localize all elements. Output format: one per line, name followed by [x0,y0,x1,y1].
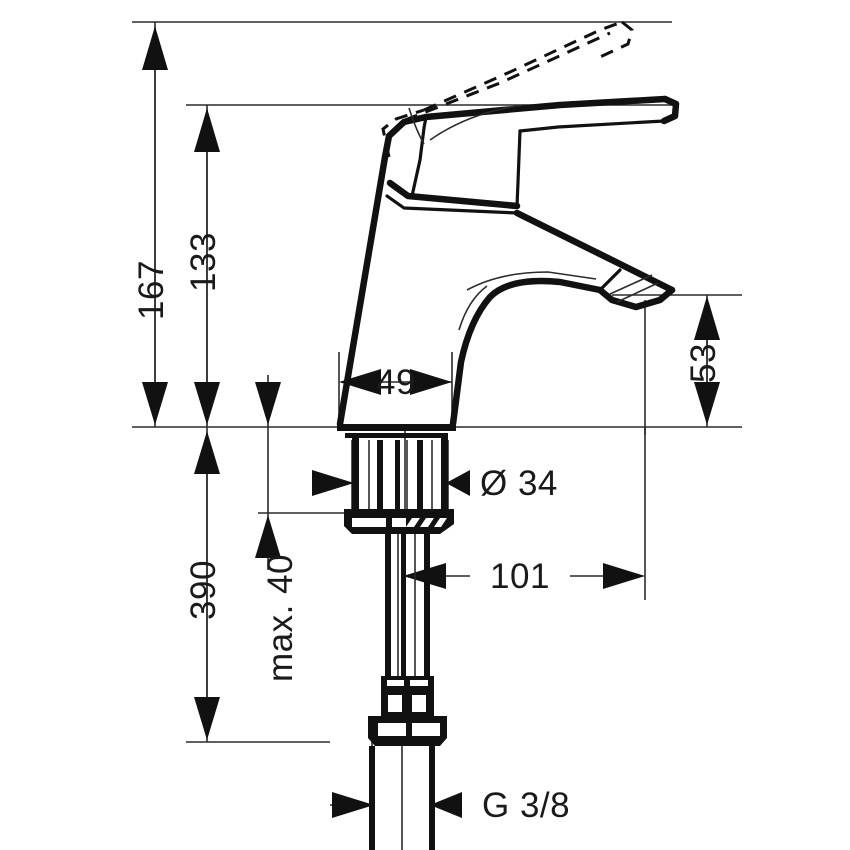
coupling-nut [368,676,447,746]
dimension-101-label: 101 [490,557,550,596]
mounting-shank [352,438,448,514]
base-flange [337,424,456,438]
dimension-390: 390 [184,431,223,740]
supply-tube [385,530,430,676]
faucet-body [336,95,680,428]
dimension-133-label: 133 [184,232,223,292]
dimension-thread: G 3/8 [330,786,570,825]
dimension-167: 167 [132,26,171,425]
dimension-max-40: max. 40 [255,375,300,682]
dimension-49: 49 [339,363,452,402]
dimension-thread-label: G 3/8 [482,786,570,825]
faucet-drawing [336,20,680,850]
dimension-101: 101 [403,557,645,596]
dimension-diameter-34: Ø 34 [312,464,558,503]
dimension-390-label: 390 [184,560,223,620]
sealing-washer [344,509,454,534]
thread-tail [369,746,435,850]
dimension-49-label: 49 [376,363,416,402]
dimension-53-label: 53 [684,343,723,383]
lever-raised-ghost [381,20,634,158]
dimension-diameter-34-label: Ø 34 [480,464,558,503]
dimension-167-label: 167 [132,260,171,320]
dimension-max-40-label: max. 40 [261,554,300,682]
dimension-133: 133 [184,108,223,425]
dimension-53: 53 [684,296,723,425]
